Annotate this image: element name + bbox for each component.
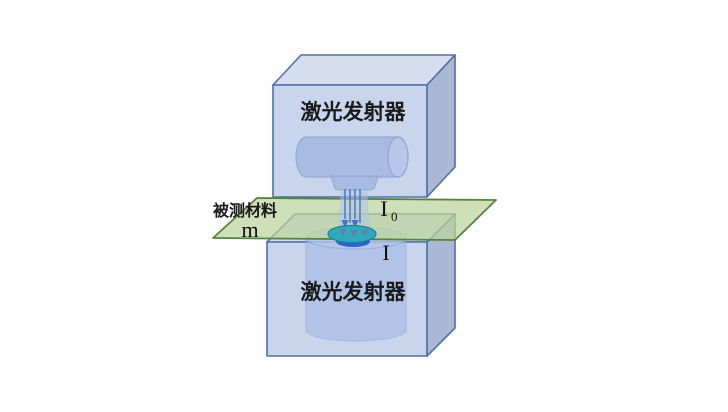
incident-intensity-subscript: 0 [391, 209, 398, 224]
laser-beam [327, 189, 377, 247]
material-symbol: m [241, 217, 258, 242]
transmitted-intensity-label: I [382, 240, 389, 265]
laser-beam-arrow [351, 220, 359, 228]
receiver-cylinder [305, 237, 407, 342]
annotations: 被测材料 m I 0 I [213, 196, 398, 265]
bottom-box-label: 激光发射器 [301, 280, 407, 304]
refracted-beam-arrow [361, 229, 369, 237]
refracted-beam-arrow [339, 229, 347, 237]
emitter-cylinder-cap [387, 136, 409, 178]
laser-beam-arrow [341, 220, 349, 228]
top-laser-box: 激光发射器 [272, 54, 456, 198]
top-box-top-face [272, 54, 456, 86]
refracted-beam-arrow [350, 230, 358, 238]
material-label: 被测材料 [213, 201, 277, 220]
emitter-nozzle [330, 175, 379, 191]
top-box-label: 激光发射器 [301, 100, 407, 124]
incident-intensity-label: I [380, 196, 387, 221]
